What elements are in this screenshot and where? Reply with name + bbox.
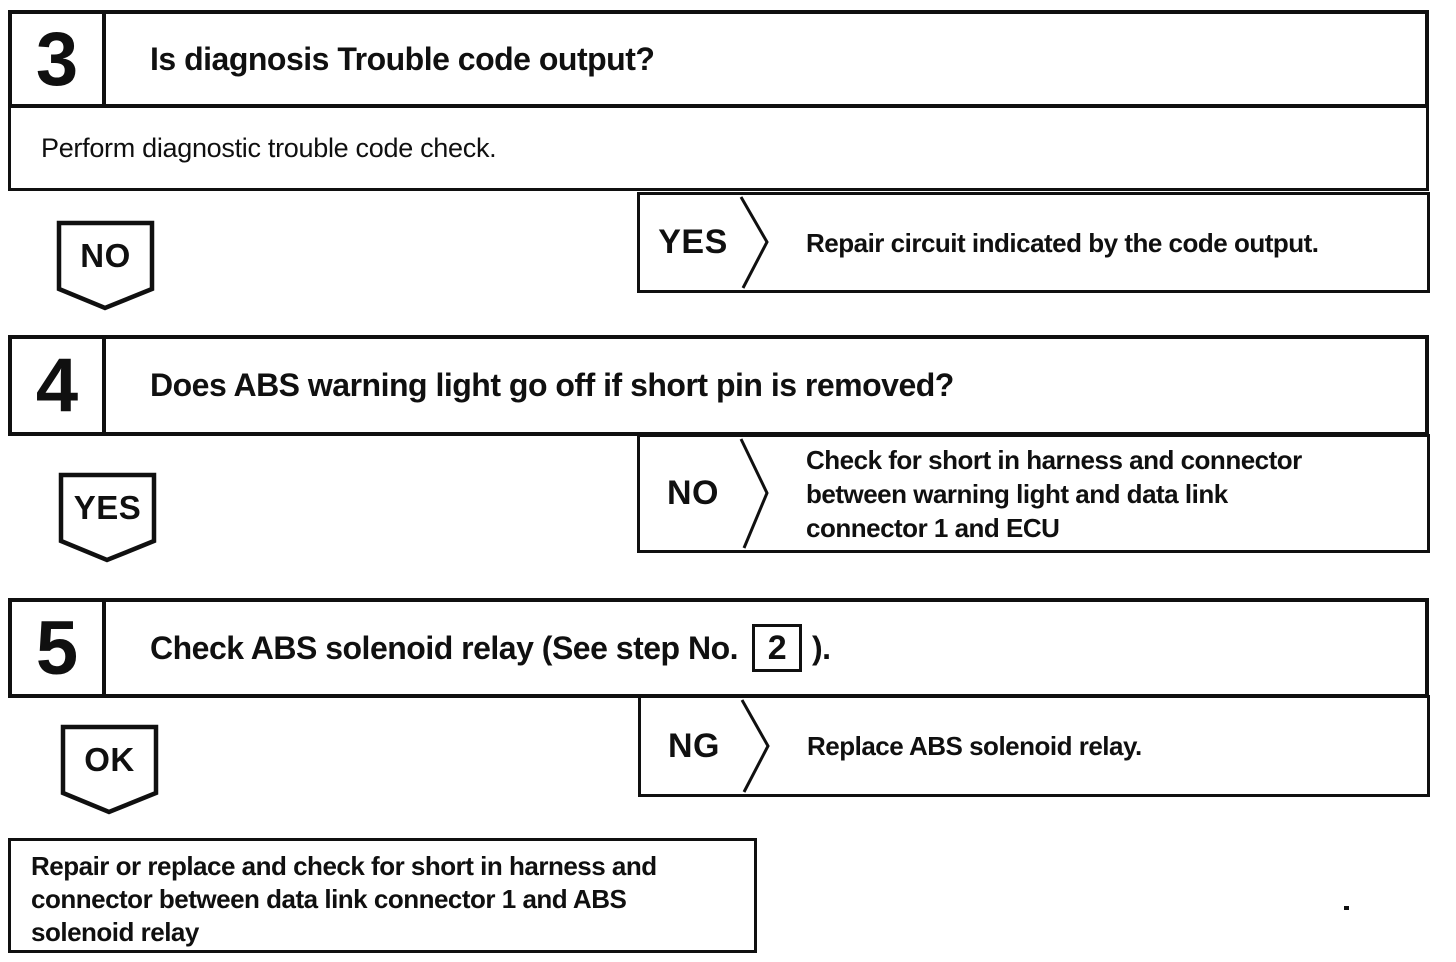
result-line: Repair or replace and check for short in… — [31, 851, 657, 881]
step-5-question: Check ABS solenoid relay (See step No. 2… — [106, 602, 1425, 694]
down-arrow-shape — [60, 724, 159, 815]
step-ref-box: 2 — [752, 624, 802, 672]
step-5-header: 5 Check ABS solenoid relay (See step No.… — [8, 598, 1429, 698]
step-4-header: 4 Does ABS warning light go off if short… — [8, 335, 1429, 436]
step-4-number-box: 4 — [12, 339, 106, 432]
step-5-branch-label: NG — [668, 726, 720, 765]
step-5-continue-label: OK — [84, 741, 135, 778]
branch-text-line: Check for short in harness and connector — [806, 444, 1302, 475]
result-line: solenoid relay — [31, 917, 199, 947]
step-5-question-suffix: ). — [812, 629, 831, 666]
step-3-number: 3 — [35, 16, 79, 102]
down-arrow-shape — [58, 472, 157, 563]
step-3-continue-arrow: NO — [56, 220, 155, 312]
chevron-right-icon — [739, 196, 769, 289]
step-3-question: Is diagnosis Trouble code output? — [150, 40, 655, 77]
step-3-action-box: Perform diagnostic trouble code check. — [8, 105, 1429, 191]
step-5-number-box: 5 — [12, 602, 106, 694]
branch-text-line: connector 1 and ECU — [806, 512, 1060, 543]
step-4-branch-text: Check for short in harness and connector… — [806, 437, 1419, 550]
step-5-number: 5 — [35, 605, 79, 691]
step-5-continue-arrow: OK — [60, 724, 159, 816]
step-3-action-text: Perform diagnostic trouble code check. — [41, 132, 497, 163]
step-4-branch-callout: NO Check for short in harness and connec… — [637, 434, 1430, 553]
result-line: connector between data link connector 1 … — [31, 884, 627, 914]
step-5-question-prefix: Check ABS solenoid relay (See step No. — [150, 629, 739, 666]
step-ref-number: 2 — [767, 628, 787, 667]
step-5-branch-callout: NG Replace ABS solenoid relay. — [638, 695, 1430, 797]
step-3-header: 3 Is diagnosis Trouble code output? — [8, 10, 1429, 108]
step-3-branch-callout: YES Repair circuit indicated by the code… — [637, 192, 1430, 293]
step-4-branch-label: NO — [667, 474, 719, 512]
branch-text-line: Replace ABS solenoid relay. — [807, 731, 1142, 761]
step-4-question: Does ABS warning light go off if short p… — [150, 367, 954, 403]
step-4-continue-label: YES — [73, 489, 142, 526]
result-box: Repair or replace and check for short in… — [8, 838, 757, 953]
chevron-right-icon — [740, 699, 770, 793]
result-text: Repair or replace and check for short in… — [11, 841, 754, 950]
step-4-number: 4 — [35, 343, 79, 428]
step-3-number-box: 3 — [12, 14, 106, 104]
chevron-right-icon — [739, 438, 769, 549]
step-3-continue-label: NO — [80, 237, 131, 274]
scan-speck — [1344, 906, 1349, 910]
branch-text-line: Repair circuit indicated by the code out… — [806, 227, 1319, 258]
down-arrow-shape — [56, 220, 155, 311]
step-3-branch-text: Repair circuit indicated by the code out… — [806, 195, 1419, 290]
step-4-continue-arrow: YES — [58, 472, 157, 564]
step-5-branch-text: Replace ABS solenoid relay. — [807, 698, 1419, 794]
branch-text-line: between warning light and data link — [806, 478, 1228, 509]
step-3-branch-label: YES — [658, 223, 728, 261]
